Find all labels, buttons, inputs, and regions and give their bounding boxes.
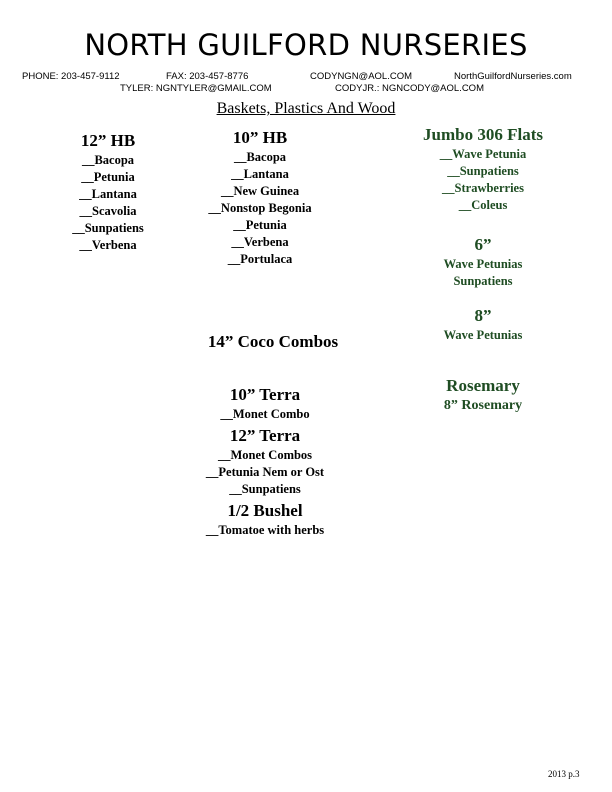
list-item: __New Guinea <box>220 184 300 198</box>
heading-14in-coco-combos: 14” Coco Combos <box>190 331 356 353</box>
heading-10in-hb: 10” HB <box>232 128 288 147</box>
list-item: __Petunia Nem or Ost <box>205 465 325 479</box>
email-text: CODYNGN@AOL.COM <box>310 71 413 82</box>
list-item: __Lantana <box>79 187 137 201</box>
list-item: __Coleus <box>458 198 508 212</box>
coco-combos-label: 14” Coco Combos <box>207 332 339 351</box>
page-footer: 2013 p.3 <box>548 769 580 779</box>
list-item: __Monet Combo <box>220 407 310 421</box>
codyjr-email-text: CODYJR.: NGNCODY@AOL.COM <box>335 83 484 94</box>
list-item: Wave Petunias <box>443 257 523 271</box>
heading-rosemary: Rosemary <box>446 376 520 395</box>
column-jumbo-flats: Jumbo 306 Flats __Wave Petunia __Sunpati… <box>408 124 558 214</box>
website-text: NorthGuilfordNurseries.com <box>454 71 572 82</box>
fax-text: FAX: 203-457-8776 <box>166 71 249 82</box>
heading-8in: 8” <box>474 306 492 325</box>
column-terra-bushel: 10” Terra __Monet Combo 12” Terra __Mone… <box>190 384 340 539</box>
column-12in-hb: 12” HB __Bacopa __Petunia __Lantana __Sc… <box>48 130 168 254</box>
column-6in: 6” Wave Petunias Sunpatiens <box>408 234 558 290</box>
list-item: Sunpatiens <box>453 274 513 288</box>
list-item: __Monet Combos <box>217 448 313 462</box>
phone-text: PHONE: 203-457-9112 <box>22 71 120 82</box>
heading-half-bushel: 1/2 Bushel <box>227 501 303 520</box>
list-item: __Petunia <box>233 218 287 232</box>
section-subtitle: Baskets, Plastics And Wood <box>0 100 612 118</box>
heading-12in-terra: 12” Terra <box>229 426 301 445</box>
list-item: __Bacopa <box>233 150 287 164</box>
list-item: __Tomatoe with herbs <box>205 523 325 537</box>
heading-12in-hb: 12” HB <box>80 131 136 150</box>
list-item: __Sunpatiens <box>72 221 144 235</box>
list-item: __Lantana <box>231 167 289 181</box>
list-item: __Sunpatiens <box>447 164 519 178</box>
heading-10in-terra: 10” Terra <box>229 385 301 404</box>
page-title: NORTH GUILFORD NURSERIES <box>84 28 528 62</box>
heading-jumbo-306-flats: Jumbo 306 Flats <box>423 125 543 144</box>
list-item: __Verbena <box>231 235 289 249</box>
list-item: __Sunpatiens <box>229 482 301 496</box>
list-item: __Portulaca <box>227 252 293 266</box>
list-item: __Bacopa <box>81 153 135 167</box>
column-rosemary: Rosemary 8” Rosemary <box>408 375 558 415</box>
column-10in-hb: 10” HB __Bacopa __Lantana __New Guinea _… <box>190 127 330 268</box>
column-8in: 8” Wave Petunias <box>408 305 558 344</box>
tyler-email-text: TYLER: NGNTYLER@GMAIL.COM <box>120 83 272 94</box>
list-item: __Petunia <box>81 170 135 184</box>
heading-6in: 6” <box>474 235 492 254</box>
list-item: __Verbena <box>79 238 137 252</box>
section-subtitle-text: Baskets, Plastics And Wood <box>216 100 396 117</box>
list-item: __Nonstop Begonia <box>208 201 312 215</box>
rosemary-8in-label: 8” Rosemary <box>443 398 523 413</box>
list-item: __Strawberries <box>442 181 524 195</box>
list-item: __Wave Petunia <box>439 147 527 161</box>
list-item: Wave Petunias <box>443 328 523 342</box>
list-item: __Scavolia <box>79 204 137 218</box>
